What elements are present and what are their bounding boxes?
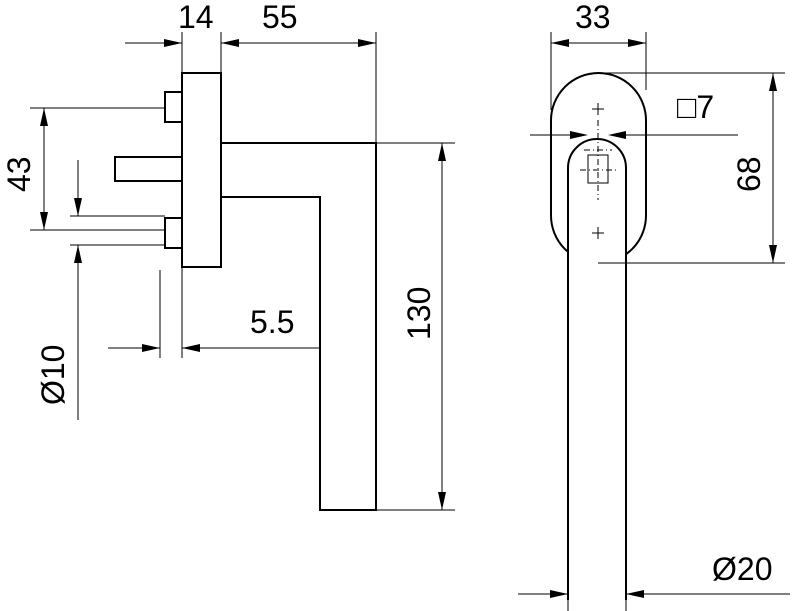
- lever-front: [567, 138, 627, 600]
- mounting-pin-top: [164, 91, 183, 123]
- extension-lines-side: [30, 32, 455, 511]
- side-view: 14 55 43 Ø10 5.5 130: [1, 0, 455, 511]
- lever-arm: [220, 142, 377, 511]
- dim-130-label: 130: [401, 287, 437, 340]
- screw-mark-bottom: [592, 227, 604, 239]
- dim-55-label: 55: [262, 0, 298, 35]
- dim-33-label: 33: [575, 0, 611, 35]
- dim-68-label: 68: [731, 156, 767, 192]
- screw-mark-top: [592, 103, 604, 115]
- dim-diameter-10-label: Ø10: [35, 345, 71, 405]
- mounting-pin-bottom: [164, 217, 183, 249]
- dim-43-label: 43: [1, 156, 37, 192]
- spindle: [114, 156, 183, 182]
- extension-lines-front: [518, 32, 790, 611]
- base-plate: [181, 72, 222, 268]
- dim-diameter-20-label: Ø20: [712, 551, 772, 587]
- dim-5-5-label: 5.5: [250, 304, 294, 340]
- dim-square-7-label: □7: [677, 89, 714, 125]
- center-lines: [580, 120, 618, 200]
- dim-14-label: 14: [178, 0, 214, 35]
- front-view: 33 □7 68 Ø20: [518, 0, 790, 611]
